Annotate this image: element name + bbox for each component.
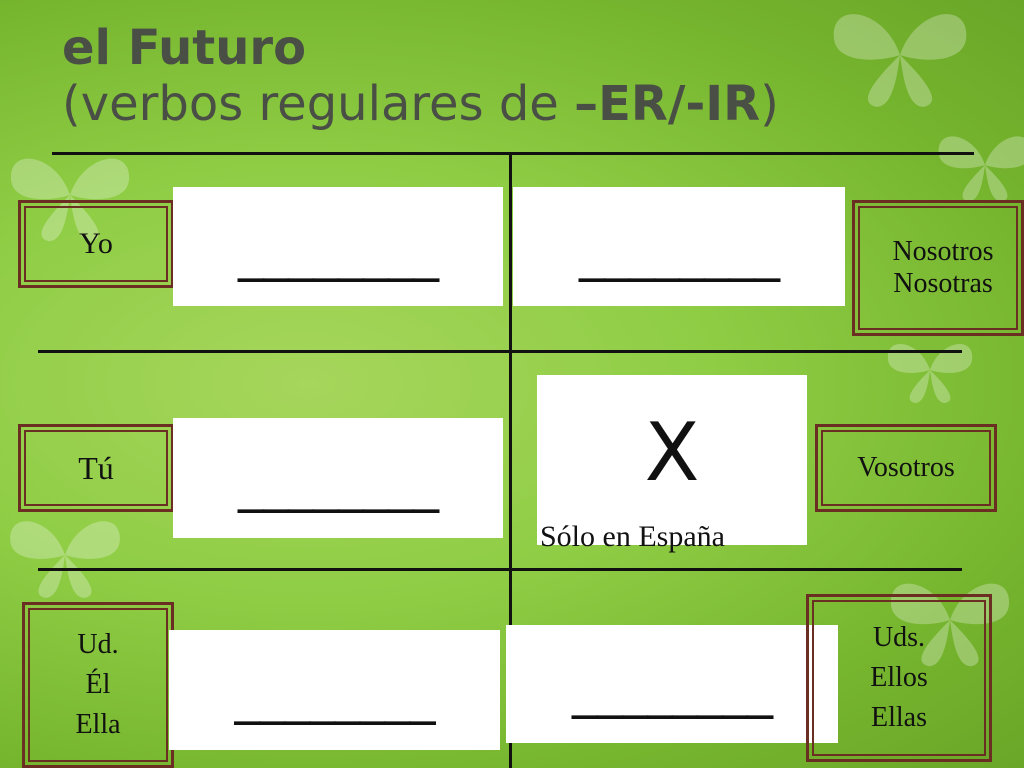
row-divider-1	[38, 350, 962, 353]
pronoun-nosotros: Nosotros	[892, 236, 994, 267]
slide-title: el Futuro (verbos regulares de –ER/-IR)	[62, 20, 779, 132]
title-line-2-endings: –ER/-IR	[574, 76, 761, 132]
pronoun-ud: Ud.	[77, 629, 119, 660]
pronoun-nosotras: Nosotras	[893, 268, 993, 299]
pronoun-el: Él	[85, 669, 111, 700]
pronoun-vosotros: Vosotros	[857, 452, 955, 483]
butterfly-decoration-icon	[887, 343, 973, 403]
title-underline	[52, 152, 974, 155]
pronoun-box-vosotros: Vosotros	[815, 424, 997, 512]
butterfly-decoration-icon	[10, 521, 120, 598]
title-line-2: (verbos regulares de –ER/-IR)	[62, 76, 779, 132]
title-line-2-suffix: )	[760, 76, 779, 132]
answer-blank-tu[interactable]: ________	[173, 418, 503, 538]
center-divider	[509, 155, 512, 768]
pronoun-box-tu: Tú	[18, 424, 174, 512]
only-in-spain-note: Sólo en España	[540, 520, 725, 553]
title-line-1: el Futuro	[62, 20, 307, 76]
pronoun-yo: Yo	[79, 227, 113, 260]
pronoun-uds: Uds.	[872, 622, 926, 653]
pronoun-box-nosotros: Nosotros Nosotras	[852, 200, 1024, 336]
answer-blank-yo[interactable]: ________	[173, 187, 503, 306]
butterfly-decoration-icon	[938, 136, 1024, 202]
pronoun-ellos: Ellos	[870, 662, 928, 693]
pronoun-box-ud-el-ella: Ud. Él Ella	[22, 602, 174, 768]
answer-blank-nosotros[interactable]: ________	[513, 187, 845, 306]
row-divider-2	[38, 568, 962, 571]
title-line-2-prefix: (verbos regulares de	[62, 76, 575, 132]
pronoun-box-yo: Yo	[18, 200, 174, 288]
answer-blank-uds[interactable]: ________	[506, 625, 838, 743]
pronoun-tu: Tú	[78, 449, 114, 486]
butterfly-decoration-icon	[10, 158, 130, 242]
pronoun-box-uds-ellos-ellas: Uds. Ellos Ellas	[806, 594, 992, 762]
answer-blank-ud[interactable]: ________	[169, 630, 500, 750]
butterfly-decoration-icon	[833, 14, 967, 107]
pronoun-ellas: Ellas	[871, 702, 927, 733]
pronoun-ella: Ella	[75, 709, 121, 740]
not-used-mark: X	[644, 405, 700, 499]
vosotros-not-used-box: X	[537, 375, 807, 545]
butterfly-decoration-icon	[890, 583, 1010, 667]
